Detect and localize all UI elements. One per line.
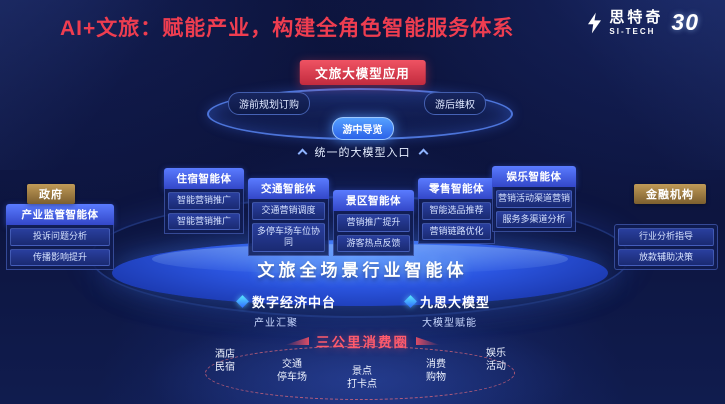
- agent-panel-retail: 零售智能体 智能选品推荐 营销链路优化: [418, 178, 495, 245]
- consumption-item-hotel: 酒店 民宿: [199, 348, 251, 374]
- item-line: 景点: [352, 366, 372, 377]
- agent-item: 多停车场车位协同: [252, 222, 325, 253]
- ring-item-in-trip: 游中导览: [331, 117, 394, 140]
- page-title: AI+文旅：赋能产业，构建全角色智能服务体系: [60, 17, 515, 40]
- agent-body: 营销活动渠道营销 服务多渠道分析: [492, 187, 576, 233]
- agent-title: 交通智能体: [248, 178, 329, 199]
- agent-body: 交通营销调度 多停车场车位协同: [248, 199, 329, 257]
- agent-item: 游客热点反馈: [337, 234, 410, 253]
- finance-badge: 金融机构: [634, 184, 706, 204]
- pillar-title: 九思大模型: [420, 295, 491, 310]
- government-badge: 政府: [27, 184, 75, 204]
- item-line: 民宿: [215, 362, 235, 373]
- chevron-up-icon: [418, 148, 428, 159]
- item-line: 购物: [426, 372, 446, 383]
- agent-body: 投诉问题分析 传播影响提升: [6, 225, 114, 271]
- agent-title: 娱乐智能体: [492, 166, 576, 187]
- agent-item: 智能营销推广: [168, 212, 240, 231]
- left-regulation-panel: 产业监管智能体 投诉问题分析 传播影响提升: [6, 204, 114, 271]
- agent-item: 传播影响提升: [10, 248, 110, 267]
- agent-item: 放款辅助决策: [618, 248, 714, 267]
- agent-panel-transport: 交通智能体 交通营销调度 多停车场车位协同: [248, 178, 329, 257]
- agent-panel-accommodation: 住宿智能体 智能营销推广 智能营销推广: [164, 168, 244, 235]
- consumption-circle-label: 三公里消费圈: [316, 335, 409, 350]
- item-line: 停车场: [277, 372, 307, 383]
- pillar-subtitle: 产业汇聚: [254, 318, 298, 329]
- agent-title: 零售智能体: [418, 178, 495, 199]
- agent-item: 行业分析指导: [618, 228, 714, 246]
- agent-title: 景区智能体: [333, 190, 414, 211]
- wing-decoration-left: [285, 337, 309, 345]
- agent-panel-entertainment: 娱乐智能体 营销活动渠道营销 服务多渠道分析: [492, 166, 576, 233]
- item-line: 活动: [486, 361, 506, 372]
- ring-item-pre-trip: 游前规划订购: [228, 92, 310, 115]
- pillar-title-row: 数字经济中台: [236, 292, 337, 311]
- pillar-jiusi-model: 九思大模型 大模型赋能: [404, 292, 491, 329]
- pillar-digital-economy: 数字经济中台 产业汇聚: [236, 292, 337, 329]
- dashed-consumption-arc: [205, 346, 515, 400]
- agent-panel-scenic: 景区智能体 营销推广提升 游客热点反馈: [333, 190, 414, 257]
- consumption-circle-badge: 三公里消费圈: [0, 331, 725, 351]
- item-line: 娱乐: [486, 348, 506, 359]
- consumption-item-entertainment: 娱乐 活动: [470, 347, 522, 373]
- lightning-icon: [588, 12, 602, 34]
- item-line: 交通: [282, 359, 302, 370]
- consumption-item-parking: 交通 停车场: [266, 358, 318, 384]
- unified-entry-label: 统一的大模型入口: [0, 144, 725, 160]
- anniversary-30-logo: 30: [671, 9, 699, 35]
- brand-name: 思特奇: [609, 8, 664, 26]
- agent-item: 营销链路优化: [422, 222, 491, 241]
- brand-logo: 思特奇 SI-TECH 30: [588, 9, 699, 36]
- model-application-badge: 文旅大模型应用: [299, 60, 426, 85]
- platform-label: 文旅全场景行业智能体: [257, 261, 468, 280]
- brand-text: 思特奇 SI-TECH: [609, 10, 663, 36]
- agent-body: 营销推广提升 游客热点反馈: [333, 211, 414, 257]
- pillar-subtitle: 大模型赋能: [422, 318, 477, 329]
- agent-title: 住宿智能体: [164, 168, 244, 189]
- chevron-up-icon: [297, 148, 307, 159]
- agent-title: 产业监管智能体: [6, 204, 114, 225]
- brand-name-en: SI-TECH: [609, 26, 656, 36]
- agent-body: 行业分析指导 放款辅助决策: [614, 224, 718, 271]
- item-line: 酒店: [215, 349, 235, 360]
- diamond-icon: [404, 295, 417, 308]
- agent-body: 智能选品推荐 营销链路优化: [418, 199, 495, 245]
- consumption-item-scenic-spot: 景点 打卡点: [336, 365, 388, 391]
- agent-item: 智能选品推荐: [422, 202, 491, 220]
- item-line: 消费: [426, 359, 446, 370]
- pillar-title: 数字经济中台: [252, 295, 337, 310]
- consumption-item-shopping: 消费 购物: [410, 358, 462, 384]
- item-line: 打卡点: [347, 379, 377, 390]
- agent-item: 营销推广提升: [337, 214, 410, 232]
- agent-item: 智能营销推广: [168, 192, 240, 210]
- ring-item-post-trip: 游后维权: [424, 92, 486, 115]
- diamond-icon: [236, 295, 249, 308]
- agent-item: 交通营销调度: [252, 202, 325, 220]
- pillar-title-row: 九思大模型: [404, 292, 491, 311]
- wing-decoration-right: [416, 337, 440, 345]
- agent-item: 投诉问题分析: [10, 228, 110, 246]
- agent-item: 营销活动渠道营销: [496, 190, 572, 208]
- agent-item: 服务多渠道分析: [496, 210, 572, 229]
- agent-body: 智能营销推广 智能营销推广: [164, 189, 244, 235]
- right-finance-panel: 行业分析指导 放款辅助决策: [614, 224, 718, 271]
- unified-entry-text: 统一的大模型入口: [314, 147, 411, 159]
